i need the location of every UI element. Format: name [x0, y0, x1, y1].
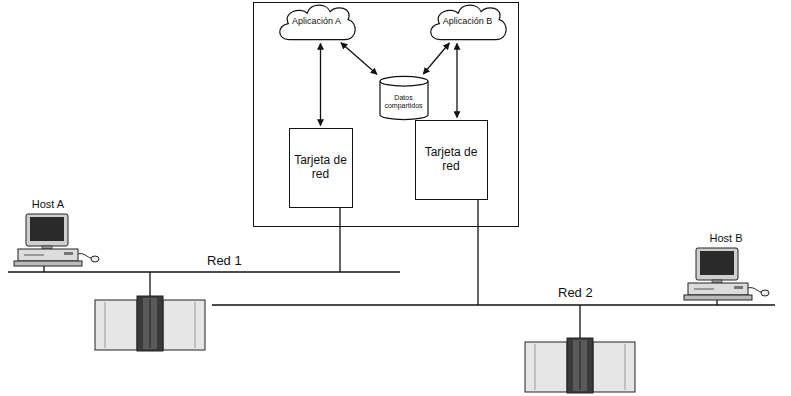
cylinder-outline: [380, 76, 428, 119]
application-cloud: Aplicación B: [427, 2, 509, 42]
host-label: Host A: [32, 198, 64, 211]
server-box: Aplicación A Aplicación B Datos compartido…: [253, 2, 519, 227]
host-label: Host B: [709, 232, 742, 245]
double-arrow: [456, 44, 457, 118]
node-label: Aplicación B: [443, 16, 493, 26]
double-arrow: [423, 43, 449, 74]
computer-icon: [14, 214, 99, 266]
double-arrow: [341, 43, 377, 75]
cylinder-rim: [380, 81, 428, 86]
drop-wire: [477, 200, 478, 305]
drop-wire: [43, 266, 44, 272]
cloud-outline: [279, 5, 354, 39]
node-label: Aplicación A: [292, 16, 341, 26]
node-label: Datos compartidos: [382, 94, 426, 110]
host-computer: Host B: [682, 232, 770, 300]
network-card-box: Tarjeta de red: [289, 128, 353, 208]
network-label: Red 2: [556, 285, 595, 300]
node-label: Tarjeta de red: [294, 154, 348, 182]
computer-icon: [684, 248, 769, 300]
drop-wire: [716, 300, 717, 305]
network-line: [8, 271, 400, 272]
application-cloud: Aplicación A: [276, 2, 358, 42]
drop-wire: [579, 305, 580, 338]
host-computer: Host A: [12, 198, 84, 266]
hub-device: [525, 338, 635, 393]
drop-wire: [339, 208, 340, 272]
hub-device: [95, 296, 205, 351]
network-label: Red 1: [205, 253, 244, 268]
network-line: [212, 304, 775, 305]
drop-wire: [149, 272, 150, 296]
network-card-box: Tarjeta de red: [415, 120, 488, 200]
double-arrow: [320, 44, 321, 126]
database-cylinder: Datos compartidos: [379, 76, 429, 120]
cloud-outline: [430, 5, 505, 39]
node-label: Tarjeta de red: [421, 146, 481, 174]
